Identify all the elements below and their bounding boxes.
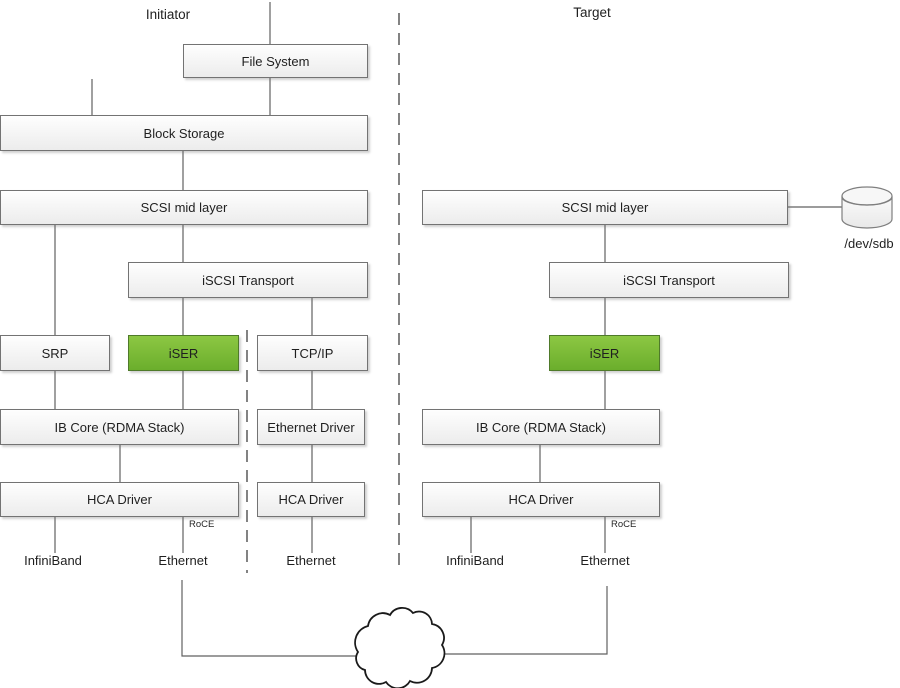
node-block-storage: Block Storage — [0, 115, 368, 151]
connector-lines — [54, 2, 842, 657]
infiniband-label-target: InfiniBand — [446, 553, 504, 568]
node-tcp-ip: TCP/IP — [257, 335, 368, 371]
node-scsi-mid-layer-target: SCSI mid layer — [422, 190, 788, 225]
ethernet-to-cloud-right-line — [443, 586, 608, 655]
node-scsi-mid-layer-initiator: SCSI mid layer — [0, 190, 368, 225]
node-hca-driver-initiator: HCA Driver — [0, 482, 239, 517]
target-header: Target — [573, 5, 611, 20]
initiator-header: Initiator — [145, 7, 191, 22]
roce-label-initiator: RoCE — [189, 519, 215, 530]
node-hca-driver-tcp: HCA Driver — [257, 482, 365, 517]
roce-label-target: RoCE — [611, 519, 637, 530]
disk-cylinder-icon — [841, 186, 893, 229]
infiniband-label-initiator: InfiniBand — [24, 553, 82, 568]
node-hca-driver-target: HCA Driver — [422, 482, 660, 517]
node-ethernet-driver: Ethernet Driver — [257, 409, 365, 445]
node-iser-initiator: iSER — [128, 335, 239, 371]
dev-sdb-label: /dev/sdb — [844, 236, 894, 251]
ethernet-to-cloud-left-line — [181, 580, 356, 657]
ethernet-label-initiator: Ethernet — [158, 553, 208, 568]
node-iscsi-transport-initiator: iSCSI Transport — [128, 262, 368, 298]
node-file-system: File System — [183, 44, 368, 78]
node-srp: SRP — [0, 335, 110, 371]
ethernet-label-tcp: Ethernet — [286, 553, 336, 568]
ethernet-label-target: Ethernet — [580, 553, 630, 568]
node-iser-target: iSER — [549, 335, 660, 371]
network-cloud-shape — [354, 606, 446, 688]
node-iscsi-transport-target: iSCSI Transport — [549, 262, 789, 298]
node-ib-core-target: IB Core (RDMA Stack) — [422, 409, 660, 445]
node-ib-core-initiator: IB Core (RDMA Stack) — [0, 409, 239, 445]
